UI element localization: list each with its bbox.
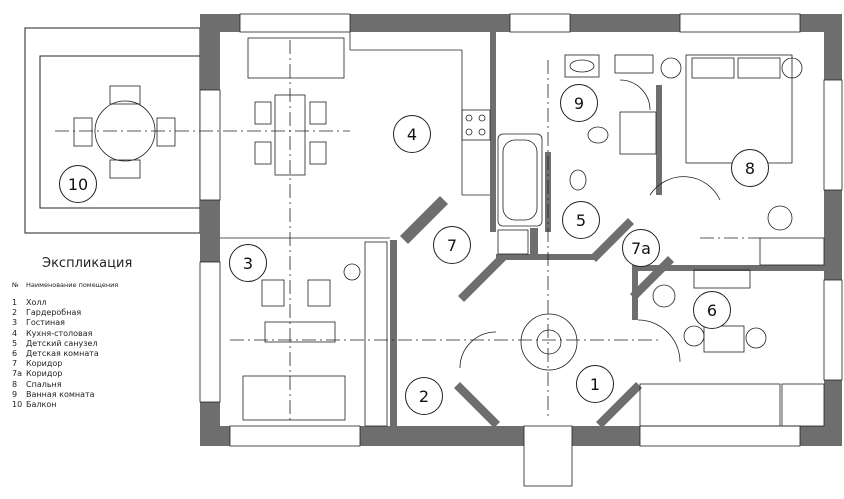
axis-lines xyxy=(55,40,760,420)
room-label-7: 7 xyxy=(433,226,471,264)
legend-row: 9 Ванная комната xyxy=(12,390,132,400)
room-label-7a: 7а xyxy=(622,229,660,267)
legend-row: 6 Детская комната xyxy=(12,349,132,359)
legend-row: 3 Гостиная xyxy=(12,318,132,328)
legend-row-num: 6 xyxy=(12,349,18,359)
legend-row: 4 Кухня-столовая xyxy=(12,329,132,339)
legend-rows: 1 Холл 2 Гардеробная 3 Гостиная 4 Кухня-столова… xyxy=(12,298,132,410)
legend-row: 1 Холл xyxy=(12,298,132,308)
legend-row-name: Детский санузел xyxy=(26,338,98,348)
legend-row-name: Коридор xyxy=(26,369,63,379)
legend-title: Экспликация xyxy=(42,256,133,271)
legend-row: 8 Спальня xyxy=(12,380,132,390)
legend-row-name: Ванная комната xyxy=(26,389,95,399)
legend-row-num: 10 xyxy=(12,400,23,410)
legend-row-name: Коридор xyxy=(26,359,63,369)
legend-row: 7а Коридор xyxy=(12,369,132,379)
legend-row-name: Спальня xyxy=(26,379,62,389)
legend-row: 7 Коридор xyxy=(12,359,132,369)
legend-row-num: 8 xyxy=(12,379,18,389)
legend-row-num: 1 xyxy=(12,298,18,307)
legend-row-num: 4 xyxy=(12,328,18,338)
room-label-8: 8 xyxy=(731,149,769,187)
legend-row-num: 5 xyxy=(12,338,18,348)
legend-row: 5 Детский санузел xyxy=(12,339,132,349)
room-label-6: 6 xyxy=(693,291,731,329)
legend-row-num: 2 xyxy=(12,308,18,318)
legend-row-num: 9 xyxy=(12,389,18,399)
room-label-4: 4 xyxy=(393,115,431,153)
legend-row-name: Детская комната xyxy=(26,349,99,359)
legend-row-name: Балкон xyxy=(26,400,57,410)
room-label-5: 5 xyxy=(562,201,600,239)
legend-row-num: 7 xyxy=(12,359,18,369)
room-label-10: 10 xyxy=(59,165,97,203)
legend-row-num: 7а xyxy=(12,369,22,379)
room-label-2: 2 xyxy=(405,377,443,415)
legend-row-name: Кухня-столовая xyxy=(26,328,93,338)
room-label-9: 9 xyxy=(560,84,598,122)
balcony-outline xyxy=(24,27,201,234)
legend-row: 2 Гардеробная xyxy=(12,308,132,318)
legend-row-name: Гостиная xyxy=(26,318,65,328)
legend-row-name: Холл xyxy=(26,298,47,307)
room-label-3: 3 xyxy=(229,244,267,282)
legend-row-num: 3 xyxy=(12,318,18,328)
furniture xyxy=(73,32,825,427)
room-label-1: 1 xyxy=(576,365,614,403)
windows xyxy=(199,13,843,487)
legend-row-name: Гардеробная xyxy=(26,308,82,318)
